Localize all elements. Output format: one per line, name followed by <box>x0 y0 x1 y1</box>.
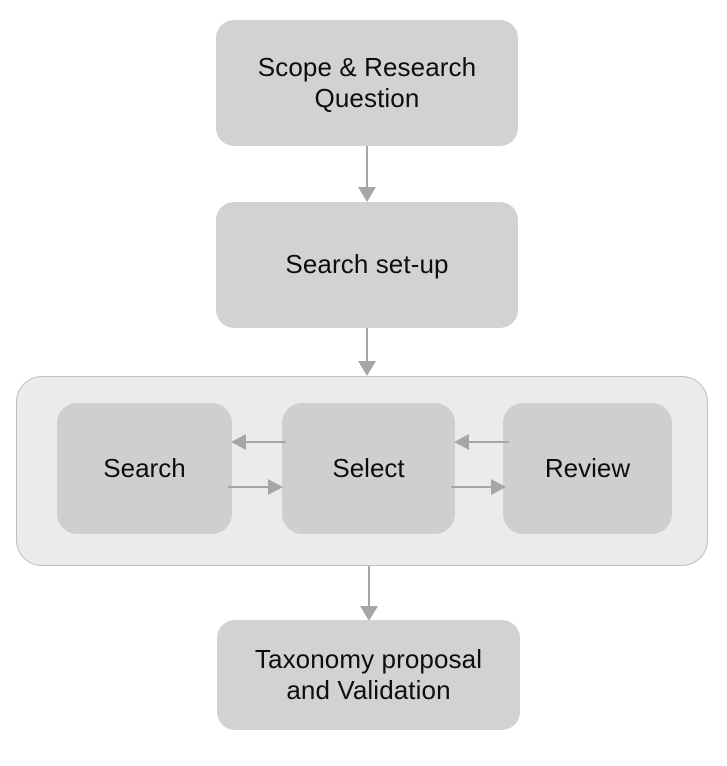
connector-search-to-select <box>228 479 283 495</box>
connector-select-to-review <box>451 479 506 495</box>
node-scope-and-research-question[interactable]: Scope & Research Question <box>216 20 518 146</box>
connector-review-to-select <box>454 434 509 450</box>
connector-select-to-search <box>231 434 286 450</box>
connector-scope-to-search-setup <box>358 146 376 202</box>
node-search-set-up[interactable]: Search set-up <box>216 202 518 328</box>
node-review[interactable]: Review <box>503 403 672 534</box>
connector-search-setup-to-group <box>358 328 376 376</box>
node-taxonomy-proposal-and-validation[interactable]: Taxonomy proposal and Validation <box>217 620 520 730</box>
connector-group-to-taxonomy <box>360 566 378 621</box>
node-search[interactable]: Search <box>57 403 232 534</box>
node-select[interactable]: Select <box>282 403 455 534</box>
